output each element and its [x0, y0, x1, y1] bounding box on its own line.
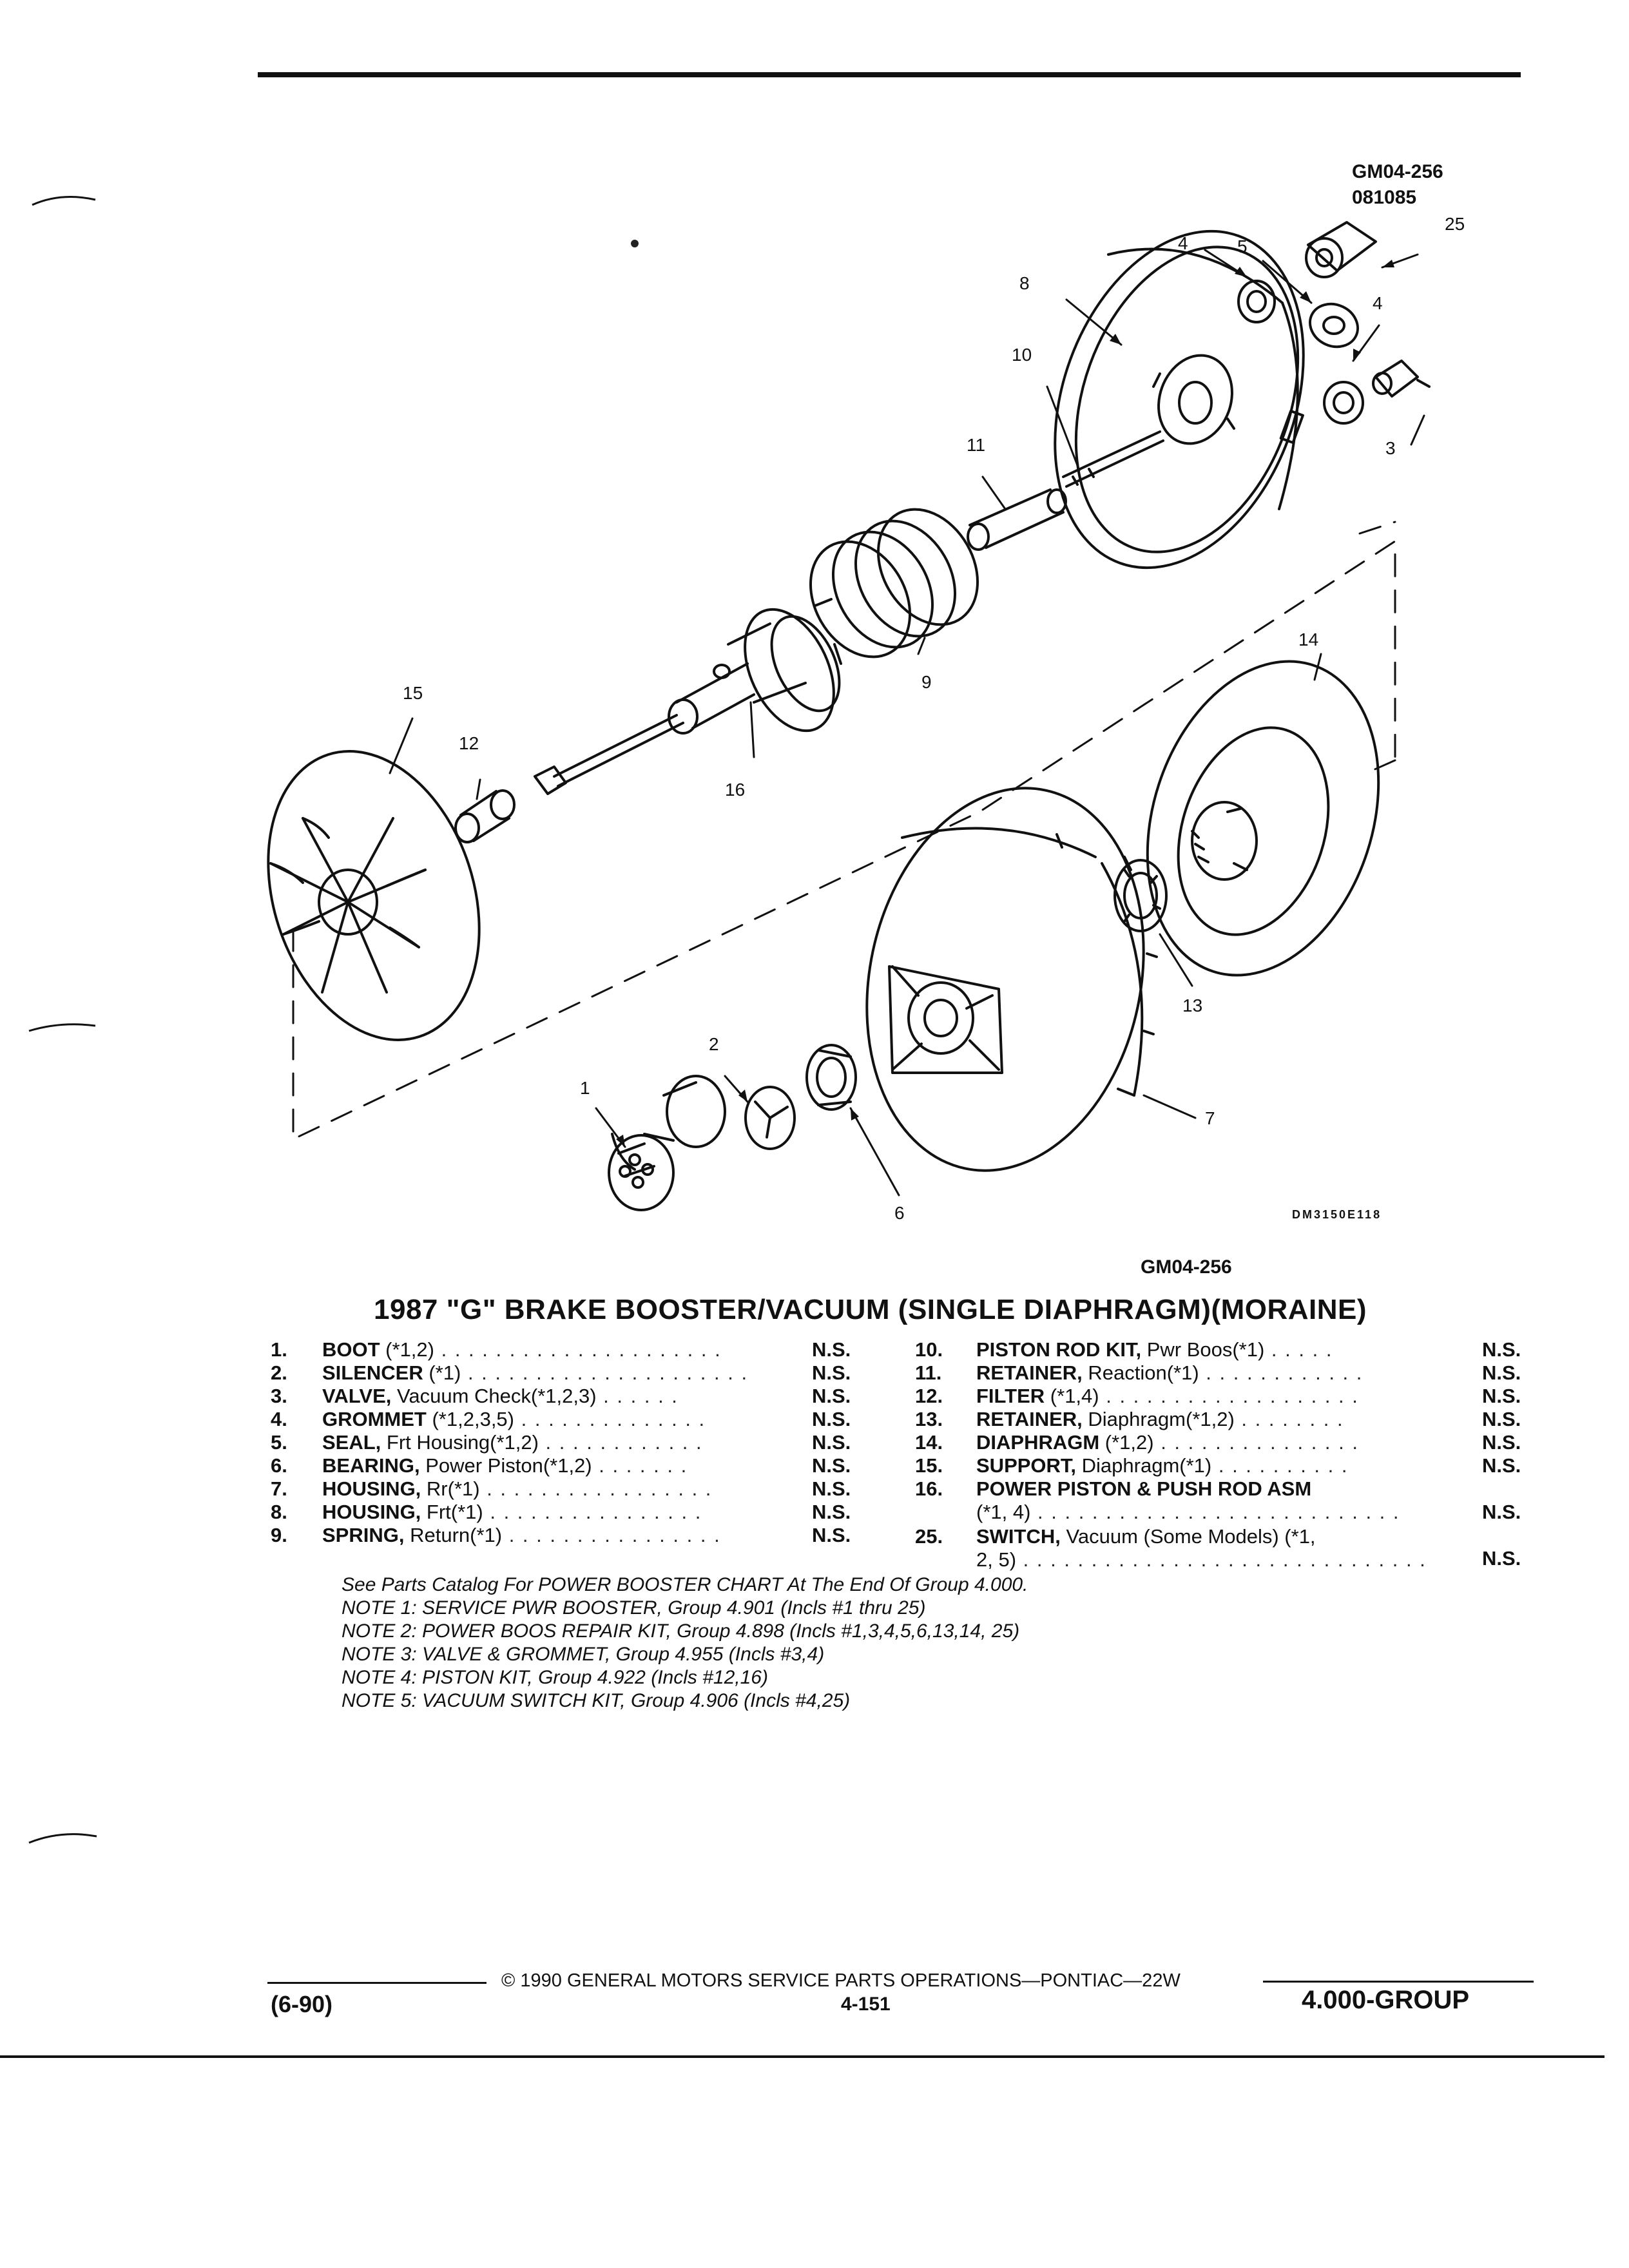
reaction-retainer-part-11 — [967, 488, 1067, 551]
callout-11: 11 — [967, 435, 985, 455]
callout-4: 4 — [1178, 233, 1188, 253]
filter-part-12 — [454, 789, 516, 843]
diaphragm-support-part-15 — [267, 750, 481, 1041]
footer-rule-right — [1263, 1981, 1534, 1983]
callout-10: 10 — [1012, 345, 1032, 365]
top-rule — [258, 72, 1521, 77]
note-line: NOTE 1: SERVICE PWR BOOSTER, Group 4.901… — [342, 1597, 926, 1619]
power-piston-part-16 — [534, 598, 842, 795]
silencer-part-2 — [744, 1086, 796, 1150]
callout-25: 25 — [1445, 214, 1465, 234]
boot-part-1 — [608, 1075, 726, 1211]
rear-housing-part-7 — [865, 787, 1158, 1172]
callout-14: 14 — [1298, 629, 1318, 649]
figure-date: 081085 — [1352, 187, 1417, 208]
callout-13: 13 — [1182, 995, 1202, 1015]
drawing-code: DM3150E118 — [1292, 1208, 1382, 1221]
diaphragm-part-14 — [1146, 660, 1380, 977]
piston-rod-part-10 — [1062, 430, 1164, 488]
callout-arrowheads — [616, 260, 1394, 1147]
bottom-rule — [0, 2055, 1605, 2058]
callout-16: 16 — [725, 780, 745, 800]
callout-5: 5 — [1237, 236, 1248, 256]
brake-booster-exploded-diagram: 1 2 3 4 4 5 6 7 8 9 10 11 12 13 14 15 16… — [267, 214, 1465, 1223]
check-valve-part-3 — [1372, 360, 1431, 398]
callout-4b: 4 — [1373, 293, 1383, 313]
seal-part-5 — [1309, 302, 1359, 349]
assembly-guide-lines — [292, 521, 1396, 1140]
callout-9: 9 — [921, 672, 932, 692]
parts-list-right: 10. PISTON ROD KIT, Pwr Boos(*1) . . . .… — [915, 1338, 1521, 1571]
notes-block: See Parts Catalog For POWER BOOSTER CHAR… — [342, 1573, 1028, 1713]
callout-2: 2 — [709, 1034, 719, 1054]
note-line: NOTE 2: POWER BOOS REPAIR KIT, Group 4.8… — [342, 1620, 1020, 1642]
figure-reference: GM04-256 — [1141, 1256, 1232, 1278]
note-line: NOTE 3: VALVE & GROMMET, Group 4.955 (In… — [342, 1644, 825, 1665]
callout-6: 6 — [894, 1203, 905, 1223]
note-line: NOTE 4: PISTON KIT, Group 4.922 (Incls #… — [342, 1667, 768, 1688]
figure-code: GM04-256 — [1352, 161, 1443, 182]
callout-1: 1 — [580, 1078, 590, 1098]
callout-leaders — [389, 249, 1425, 1196]
grommet-part-4b — [1323, 381, 1364, 425]
vacuum-switch-part-25 — [1305, 221, 1377, 278]
group-number: 4.000-GROUP — [1302, 1986, 1470, 2014]
grommet-part-4 — [1237, 280, 1276, 323]
return-spring-part-9 — [809, 508, 979, 658]
page-number: 4-151 — [841, 1994, 891, 2015]
callout-15: 15 — [403, 683, 423, 703]
note-line: See Parts Catalog For POWER BOOSTER CHAR… — [342, 1574, 1028, 1595]
callout-7: 7 — [1205, 1108, 1215, 1128]
revision-date: (6-90) — [271, 1991, 333, 2017]
note-line: NOTE 5: VACUUM SWITCH KIT, Group 4.906 (… — [342, 1690, 851, 1711]
footer-copyright: © 1990 GENERAL MOTORS SERVICE PARTS OPER… — [501, 1970, 1181, 1991]
callout-numbers: 1 2 3 4 4 5 6 7 8 9 10 11 12 13 14 15 16… — [403, 214, 1465, 1223]
footer-rule-left — [267, 1982, 487, 1984]
parts-list-left: 1. BOOT (*1,2) . . . . . . . . . . . . .… — [271, 1338, 851, 1546]
callout-8: 8 — [1019, 273, 1030, 293]
page-title: 1987 "G" BRAKE BOOSTER/VACUUM (SINGLE DI… — [374, 1294, 1367, 1325]
callout-12: 12 — [459, 733, 479, 753]
front-housing-part-8 — [1054, 229, 1305, 570]
bearing-part-6 — [805, 1044, 857, 1111]
callout-3: 3 — [1385, 438, 1396, 458]
